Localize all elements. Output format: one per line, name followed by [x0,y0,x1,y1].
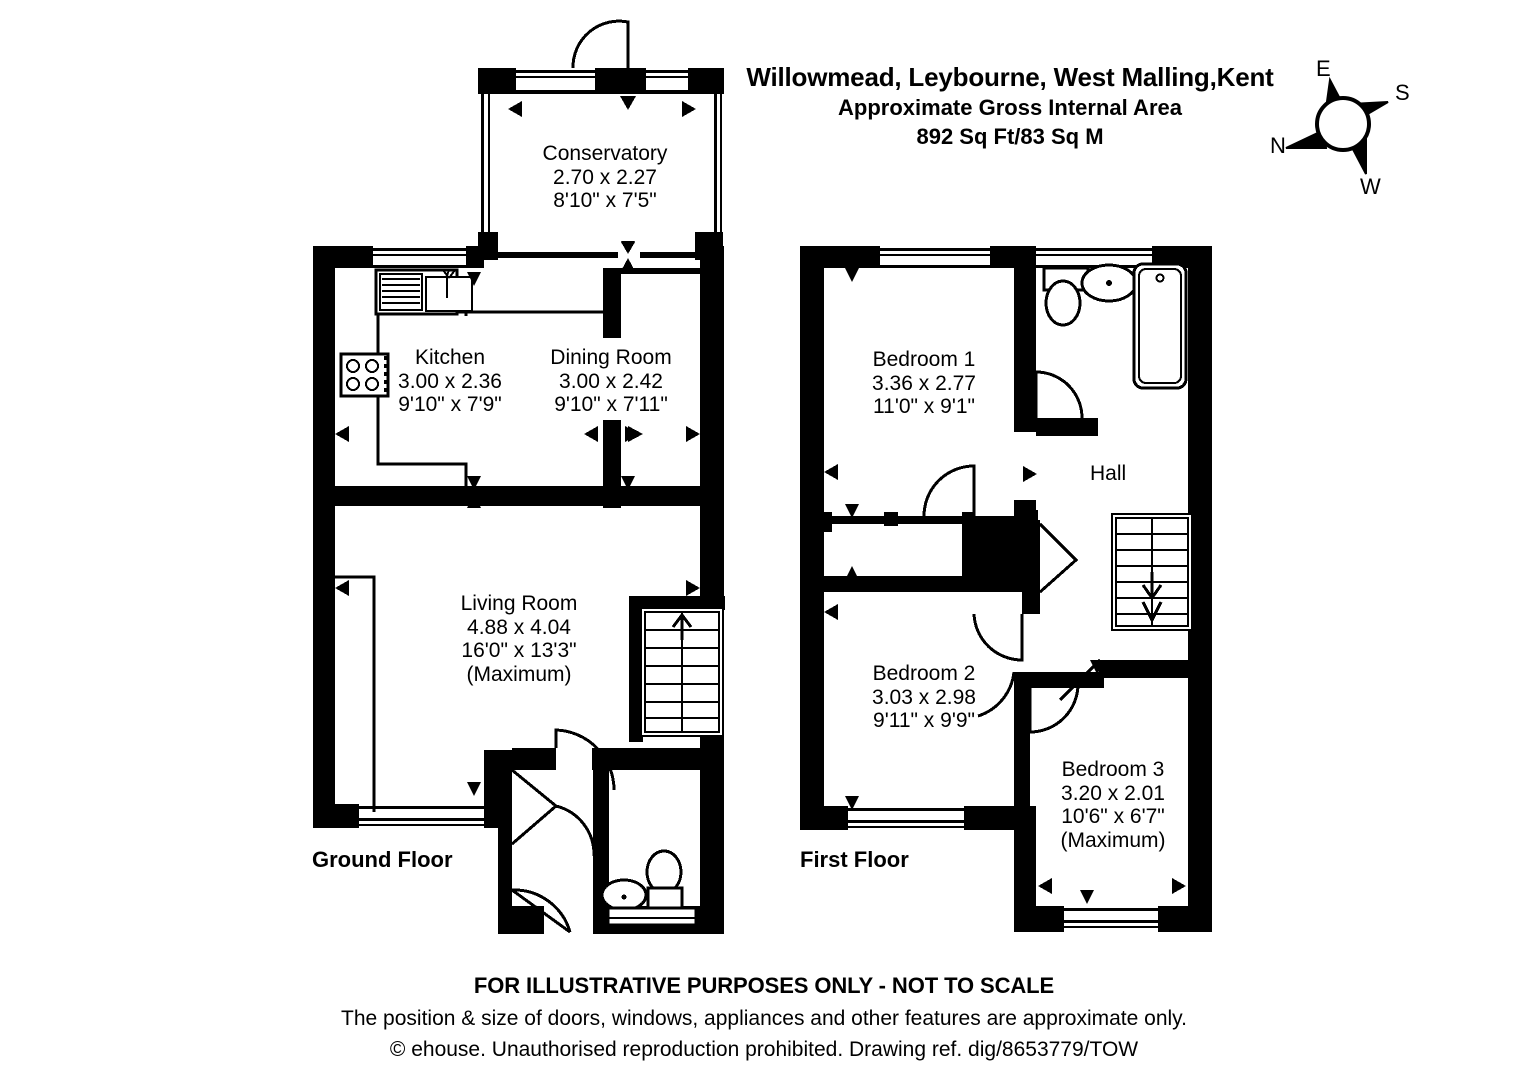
staircase-up-icon [640,607,724,737]
tap-icon [442,269,456,298]
dimension-arrow [620,96,636,110]
conservatory-structure [478,19,724,271]
bathtub-icon [1132,262,1188,390]
entrance-window [500,844,508,900]
footer-disclaimer-body: The position & size of doors, windows, a… [341,1006,1187,1030]
dimension-arrow [508,101,522,117]
compass-label-right: S [1395,80,1410,105]
floor-label-first: First Floor [800,847,909,872]
plan-header: Willowmead, Leybourne, West Malling,Kent… [700,62,1320,150]
floor-label-ground: Ground Floor [312,847,453,872]
footer-copyright: © ehouse. Unauthorised reproduction proh… [389,1038,1139,1062]
compass-label-left: N [1270,133,1286,158]
room-label-hall: Hall [1090,462,1127,485]
staircase-down-icon [1111,513,1193,631]
ground-dimension-arrows [335,272,700,796]
toilet-icon [1044,279,1082,327]
ground-floor-plan [313,19,725,934]
first-dimension-arrows [824,268,1186,904]
kitchen-fixtures [376,310,604,492]
plan-subtitle-area-value: 892 Sq Ft/83 Sq M [916,123,1104,149]
plan-subtitle-area-label: Approximate Gross Internal Area [838,94,1182,120]
basin-icon [1080,263,1138,303]
entrance-door-swings [511,728,616,934]
compass-rose: E S W N [1268,52,1418,197]
sink-with-drainer-icon [374,268,473,316]
wc-fixtures [600,849,698,927]
compass-label-top: E [1316,56,1331,81]
first-floor-walls [800,246,1212,932]
first-floor-plan [800,246,1212,932]
bathroom-fixtures [1042,262,1188,390]
living-room-alcove [335,575,376,812]
footer-disclaimer-heading: FOR ILLUSTRATIVE PURPOSES ONLY - NOT TO … [473,973,1055,998]
hob-icon [339,352,390,398]
ground-floor-walls [313,246,725,934]
dimension-arrow [682,101,696,117]
dimension-arrow [621,258,635,271]
compass-label-bottom: W [1360,174,1381,197]
plan-footer: FOR ILLUSTRATIVE PURPOSES ONLY - NOT TO … [0,972,1528,1065]
toilet-icon [645,849,684,910]
plan-title: Willowmead, Leybourne, West Malling,Kent [746,62,1274,92]
